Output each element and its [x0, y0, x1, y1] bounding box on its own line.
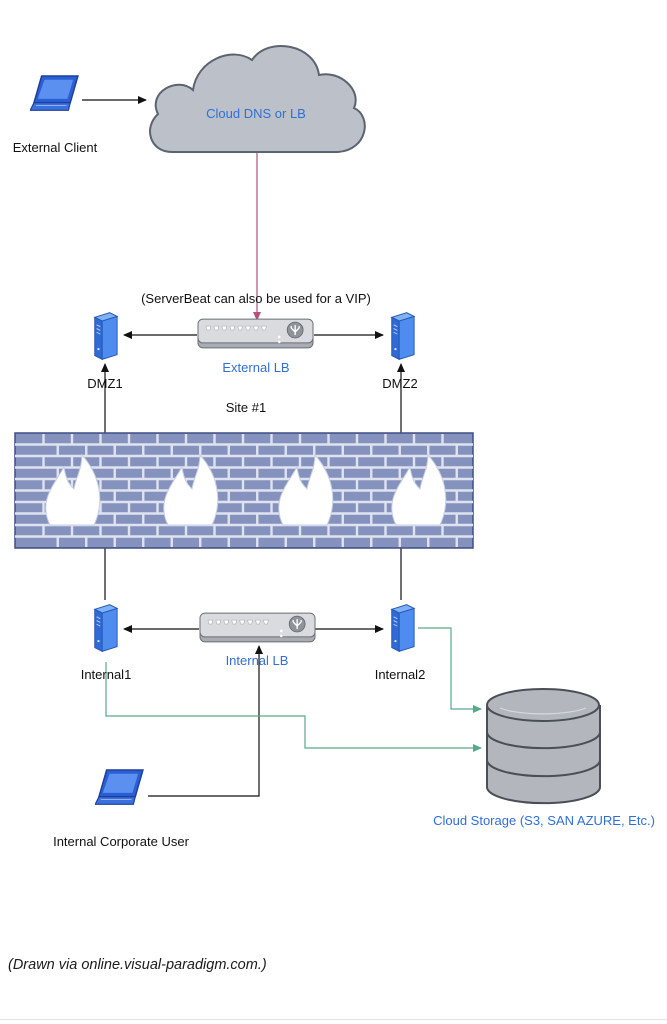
- arrow-user-to-internal-lb: [148, 645, 263, 797]
- laptop-icon: [95, 769, 144, 806]
- server-icon: [94, 312, 118, 360]
- external-lb-label: External LB: [222, 360, 289, 375]
- arrow-internal2-to-storage: [418, 627, 482, 713]
- database-icon: [486, 688, 601, 805]
- laptop-icon: [30, 75, 79, 112]
- internal-lb-label: Internal LB: [226, 653, 289, 668]
- firewall-icon: [14, 432, 474, 549]
- diagram-caption: (Drawn via online.visual-paradigm.com.): [8, 957, 267, 973]
- external-client-label: External Client: [13, 140, 98, 155]
- divider: [0, 1019, 667, 1020]
- switch-icon: [197, 318, 314, 349]
- dmz1-label: DMZ1: [87, 376, 122, 391]
- cloud-label: Cloud DNS or LB: [206, 106, 306, 121]
- server-icon: [94, 604, 118, 652]
- server-icon: [391, 312, 415, 360]
- server-icon: [391, 604, 415, 652]
- switch-icon: [199, 612, 316, 643]
- cloud-storage-label: Cloud Storage (S3, SAN AZURE, Etc.): [433, 813, 655, 828]
- internal-user-label: Internal Corporate User: [53, 834, 190, 849]
- site-label: Site #1: [226, 400, 266, 415]
- internal2-label: Internal2: [375, 667, 426, 682]
- cloud-icon: [149, 45, 366, 153]
- dmz2-label: DMZ2: [382, 376, 417, 391]
- vip-note: (ServerBeat can also be used for a VIP): [141, 291, 371, 306]
- internal1-label: Internal1: [81, 667, 132, 682]
- arrow-internal1-to-storage: [105, 662, 482, 752]
